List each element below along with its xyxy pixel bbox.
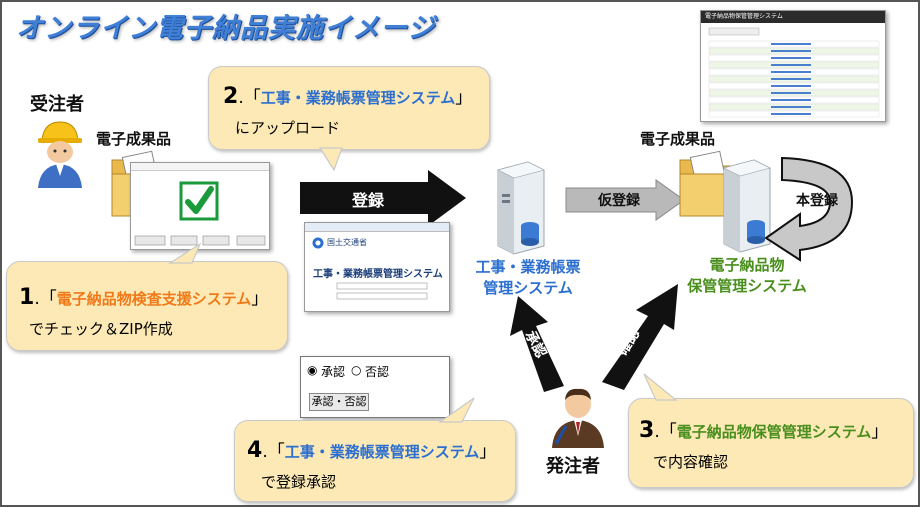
- step3-action: で内容確認: [653, 453, 729, 471]
- storage-table-link: [771, 43, 811, 45]
- storage-table-link: [771, 57, 811, 59]
- workflow-login-window: 国土交通省 工事・業務帳票管理システム: [304, 222, 450, 312]
- callout-step3: 3.「電子納品物保管管理システム」 で内容確認: [628, 398, 914, 488]
- storage-table-link: [771, 71, 811, 73]
- approve-arrow: [510, 296, 564, 392]
- step3-system-name: 電子納品物保管管理システム: [676, 423, 872, 441]
- step1-close: 」: [251, 289, 269, 309]
- workflow-server-label-line2: 管理システム: [483, 279, 573, 297]
- confirm-arrow: [602, 284, 678, 390]
- storage-window-table: [708, 27, 880, 118]
- ministry-logo-icon: [312, 237, 324, 249]
- step4-system-name: 工事・業務帳票管理システム: [284, 443, 480, 461]
- step2-close: 」: [455, 88, 473, 108]
- callout-step2-pointer: [318, 147, 343, 172]
- callout-step4: 4.「工事・業務帳票管理システム」 で登録承認: [234, 420, 516, 502]
- final-register-label: 本登録: [796, 193, 838, 209]
- storage-table-link: [771, 92, 811, 94]
- register-arrow: [300, 170, 466, 226]
- callout-step3-pointer: [643, 373, 678, 401]
- approve-radio-label: 承認: [321, 365, 346, 379]
- workflow-server-label: 工事・業務帳票 管理システム: [472, 256, 584, 298]
- register-arrow-label: 登録: [352, 191, 385, 210]
- storage-server-icon: [723, 159, 771, 253]
- callout-step2: 2.「工事・業務帳票管理システム」 にアップロード: [208, 66, 490, 150]
- step3-close: 」: [871, 422, 889, 442]
- approval-panel: ◉ 承認 ○ 否認 承認・否認: [300, 356, 450, 418]
- storage-server-label-line1: 電子納品物: [709, 256, 785, 274]
- temp-register-arrow: [565, 179, 685, 221]
- reject-radio-label: 否認: [365, 365, 390, 379]
- storage-table-link: [771, 113, 811, 115]
- ministry-name: 国土交通省: [327, 238, 367, 247]
- contractor-deliverable-label: 電子成果品: [96, 130, 172, 148]
- step1-open: .「: [34, 289, 57, 309]
- tool-buttons: [134, 235, 266, 246]
- step2-number: 2: [223, 84, 239, 109]
- diagram-title: オンライン電子納品実施イメージ: [16, 13, 436, 44]
- step2-system-name: 工事・業務帳票管理システム: [260, 89, 456, 107]
- callout-step4-pointer: [438, 397, 475, 423]
- step1-action: でチェック＆ZIP作成: [29, 320, 173, 338]
- step4-action: で登録承認: [261, 473, 337, 491]
- callout-step1: 1.「電子納品物検査支援システム」 でチェック＆ZIP作成: [6, 261, 288, 351]
- step3-open: .「: [654, 422, 677, 442]
- step3-number: 3: [639, 418, 655, 443]
- orderer-label: 発注者: [546, 456, 600, 477]
- login-fields: [336, 282, 428, 300]
- mini-app-title: 工事・業務帳票管理システム: [313, 269, 443, 280]
- approve-radio[interactable]: ◉: [307, 363, 318, 377]
- callout-step1-pointer: [167, 242, 202, 264]
- step2-open: .「: [238, 88, 261, 108]
- step2-action: にアップロード: [235, 119, 341, 137]
- step4-open: .「: [262, 442, 285, 462]
- contractor-label: 受注者: [30, 94, 84, 115]
- storage-server-label-line2: 保管管理システム: [687, 277, 807, 295]
- inspection-tool-window: [130, 162, 270, 250]
- storage-table-link: [771, 50, 811, 52]
- contractor-person-icon: [38, 121, 82, 188]
- storage-system-screenshot: 電子納品物保管管理システム: [700, 10, 886, 122]
- final-register-arrow: [764, 156, 854, 262]
- approve-reject-button[interactable]: 承認・否認: [309, 393, 369, 411]
- workflow-server-icon: [497, 161, 545, 255]
- step1-number: 1: [19, 285, 35, 310]
- temp-register-label: 仮登録: [598, 193, 640, 209]
- storage-deliverable-label: 電子成果品: [640, 130, 716, 148]
- storage-server-label: 電子納品物 保管管理システム: [672, 254, 822, 296]
- storage-window-titlebar: 電子納品物保管管理システム: [701, 11, 885, 23]
- storage-table-link: [771, 106, 811, 108]
- reject-radio[interactable]: ○: [351, 363, 362, 377]
- storage-table-link: [771, 85, 811, 87]
- step4-number: 4: [247, 438, 263, 463]
- check-mark-icon: [179, 181, 219, 221]
- step4-close: 」: [479, 442, 497, 462]
- workflow-server-label-line1: 工事・業務帳票: [475, 258, 581, 276]
- storage-table-link: [771, 64, 811, 66]
- storage-table-link: [771, 99, 811, 101]
- orderer-person-icon: [552, 388, 604, 448]
- step1-system-name: 電子納品物検査支援システム: [56, 290, 252, 308]
- storage-table-link: [771, 78, 811, 80]
